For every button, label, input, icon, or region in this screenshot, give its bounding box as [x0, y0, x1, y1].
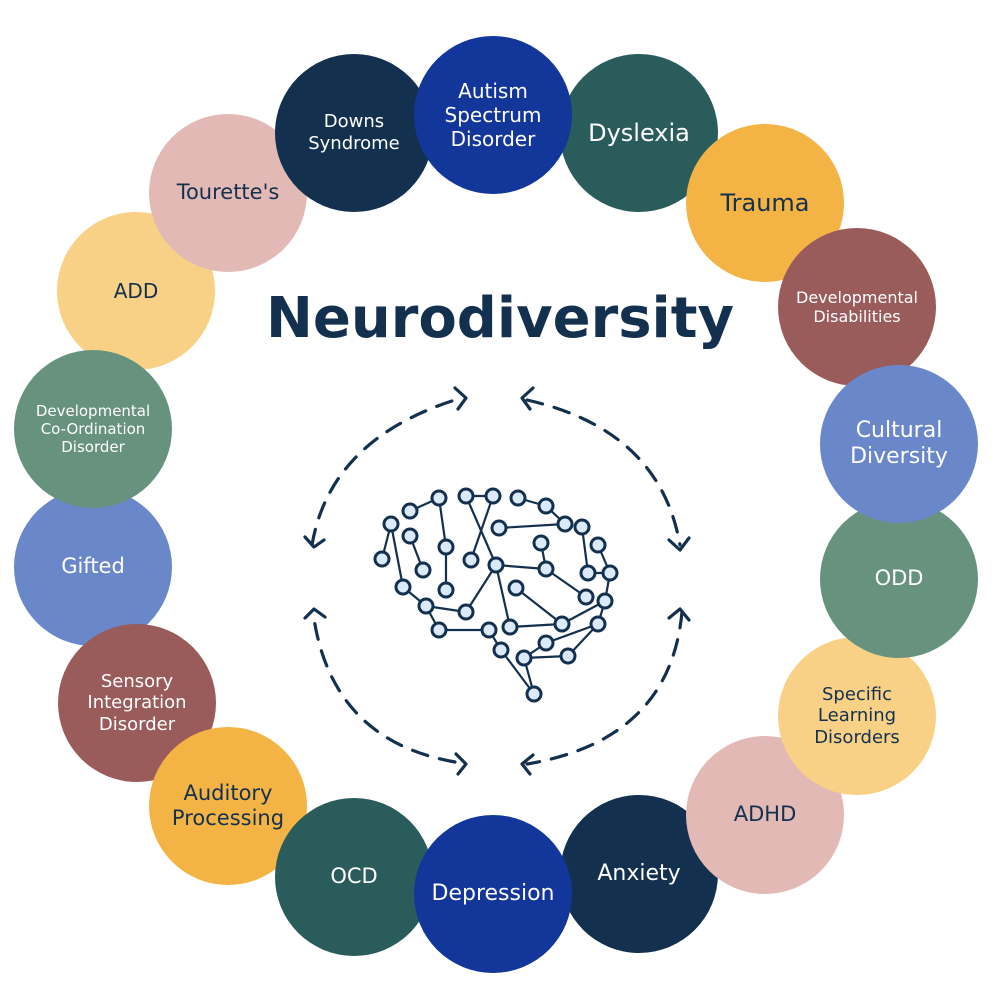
circle-label-line: Autism: [458, 79, 528, 103]
arrowheads-icon: [303, 386, 691, 776]
circle-ocd: OCD: [275, 798, 433, 956]
circle-label-line: Specific: [821, 683, 893, 705]
circle-label-line: Processing: [171, 806, 285, 830]
circle-label-text: Trauma: [720, 188, 810, 217]
circle-label-text: Tourette's: [176, 180, 280, 205]
page-title: Neurodiversity: [266, 286, 734, 351]
circle-label-line: Co-Ordination: [40, 420, 146, 438]
circle-label-line: Disabilities: [813, 307, 901, 326]
circle-label: Trauma: [714, 189, 815, 218]
circle-odd: ODD: [820, 500, 978, 658]
circle-label-line: Developmental: [796, 287, 918, 307]
circle-label-text: Anxiety: [597, 860, 681, 886]
circle-gifted: Gifted: [14, 488, 172, 646]
circle-label: Tourette's: [171, 180, 286, 205]
circle-label-line: Diversity: [850, 444, 948, 469]
circle-label: Gifted: [55, 554, 131, 579]
circle-label-line: Integration: [87, 692, 187, 714]
circle-label-text: ADD: [113, 279, 159, 303]
circle-label: ADHD: [728, 802, 803, 827]
circle-label: Anxiety: [591, 861, 686, 887]
circle-label-line: Disorders: [814, 726, 900, 748]
circle-label-line: Sensory: [100, 670, 174, 692]
circle-label-text: Depression: [431, 880, 555, 906]
circle-label-line: Learning: [817, 705, 897, 727]
circle-label-line: Disorder: [98, 713, 176, 735]
circle-label-text: Gifted: [61, 554, 125, 579]
circle-label-line: Disorder: [450, 127, 536, 151]
circle-label-text: ADHD: [733, 802, 797, 827]
circle-label-line: Syndrome: [308, 133, 400, 154]
circle-label-line: Downs: [323, 111, 385, 133]
circle-label: Depression: [426, 881, 561, 907]
circle-label-text: OCD: [330, 864, 378, 889]
circle-label-line: Cultural: [855, 417, 943, 443]
cycle-arrows-icon: [310, 398, 684, 766]
circle-label: Dyslexia: [582, 119, 696, 148]
circle-label-line: Disorder: [61, 438, 125, 456]
circle-label: ADD: [108, 279, 164, 303]
circle-label-text: Dyslexia: [588, 118, 690, 147]
circle-label: OCD: [324, 864, 383, 889]
brain-nodes: [373, 487, 619, 703]
circle-label-line: Auditory: [183, 780, 273, 805]
circle-label-line: Spectrum: [444, 103, 542, 127]
circle-label-line: Developmental: [35, 402, 151, 420]
circle-depression: Depression: [414, 815, 572, 973]
circle-label: ODD: [869, 566, 930, 591]
circle-label-text: ODD: [874, 566, 924, 591]
